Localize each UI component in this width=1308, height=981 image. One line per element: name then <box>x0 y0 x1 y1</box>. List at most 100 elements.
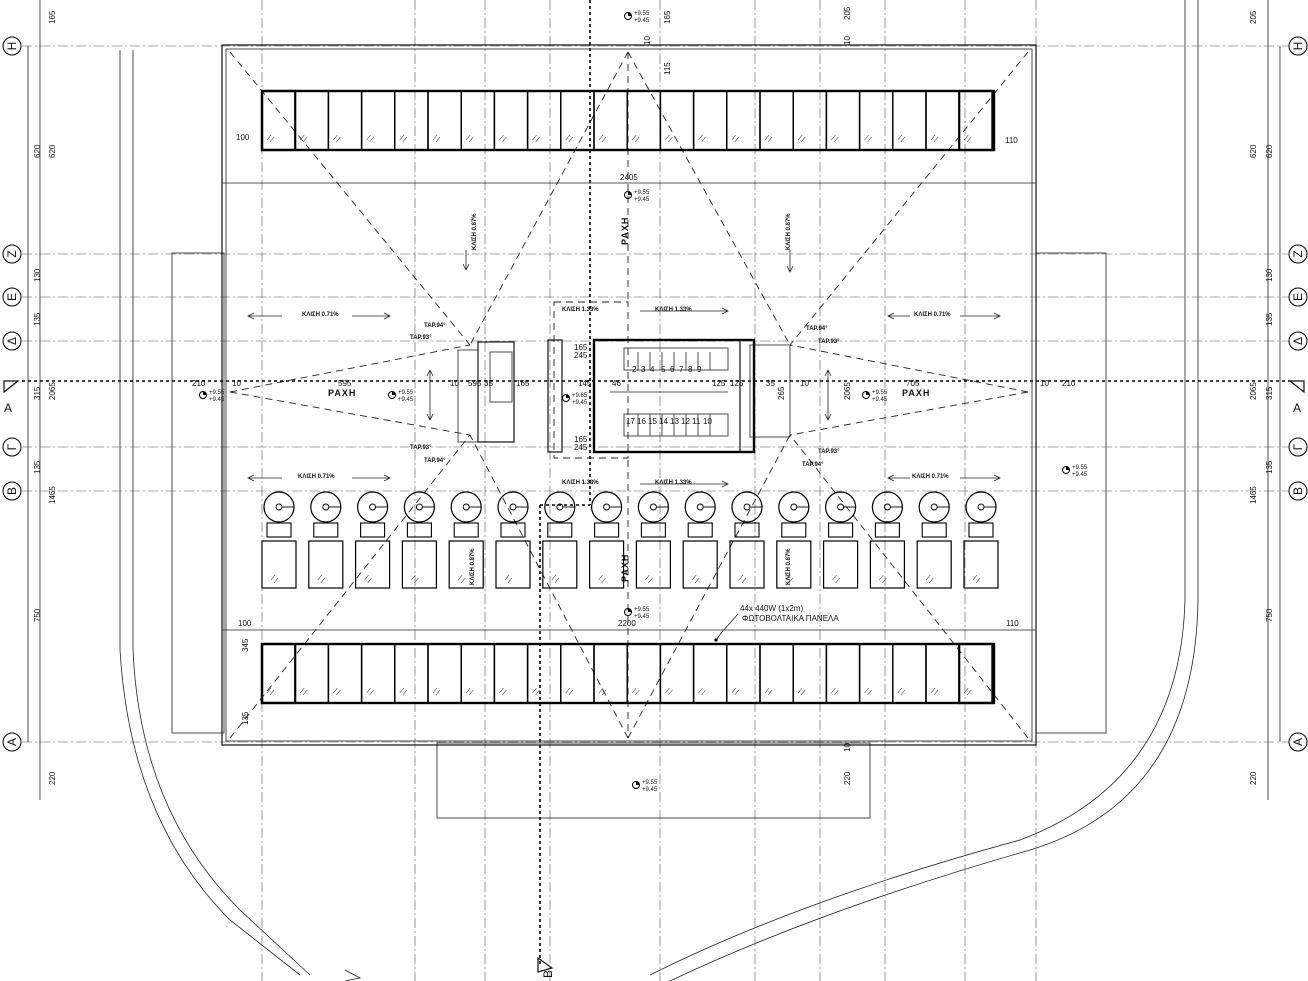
solar-heater <box>963 491 999 589</box>
grid-axis-label: Γ <box>1291 443 1305 450</box>
level-mark: +9.55+9.45 <box>624 190 650 203</box>
dimension-chain-right: 205 620 620 130 135 315 2065 135 1465 75… <box>1249 0 1281 800</box>
pv-panel <box>692 643 728 704</box>
level-bottom: +9.45 <box>872 397 888 403</box>
tar-label: ΤΑΡ.93° <box>410 445 432 451</box>
pv-panel-row-bottom <box>260 642 996 705</box>
solar-heater <box>635 491 672 589</box>
dim-right: 220 <box>1249 771 1258 785</box>
stair-step-number: 8 <box>688 365 693 374</box>
grid-axis-bubble: Β <box>2 481 22 501</box>
dim-right: 620 <box>1249 144 1258 158</box>
grid-axis-bubble: Η <box>2 36 22 56</box>
dimension-chain-left: 165 620 620 130 135 315 2065 135 1465 75… <box>27 0 57 800</box>
slope-label: ΚΛΙΣΗ 0.71% <box>912 474 949 480</box>
stair-step-number: 16 <box>637 417 646 426</box>
dim-right: 205 <box>1249 10 1258 24</box>
grid-axis-bubble: Δ <box>2 331 22 351</box>
dim-plan: 245 <box>574 351 588 360</box>
grid-axis-label: Δ <box>1291 337 1305 345</box>
tar-label: ΤΑΡ.94° <box>806 326 828 332</box>
stair-step-number: 5 <box>661 365 666 374</box>
dim-plan: 125 <box>730 379 744 388</box>
grid-axis-bubble: Η <box>1288 36 1308 56</box>
pv-panel <box>460 90 496 151</box>
grid-axis-label: Β <box>1291 487 1305 495</box>
solar-heater <box>822 491 859 589</box>
slope-label: ΚΛΙΣΗ 1.33% <box>655 480 692 486</box>
dim-plan: 115 <box>663 62 672 75</box>
solar-heater <box>869 491 906 589</box>
stair-step-number: 6 <box>670 365 675 374</box>
level-bottom: +9.45 <box>1072 472 1088 478</box>
level-mark: +9.55+9.45 <box>199 390 225 403</box>
pv-panel <box>892 643 927 704</box>
dim-plan: 10 <box>232 379 241 388</box>
level-mark: +9.55+9.45 <box>624 607 650 620</box>
ridge-label: ΡΑΧΗ <box>620 217 630 245</box>
dim-right: 135 <box>1265 460 1274 474</box>
grid-lines <box>22 0 1290 981</box>
dim-right: 135 <box>1265 312 1274 326</box>
dim-plan: 165 <box>663 10 672 24</box>
dim-right-offset: 110 <box>1006 619 1019 628</box>
level-mark: +9.55+9.45 <box>1062 465 1088 478</box>
pv-title-label: ΦΩΤΟΒΟΛΤΑΙΚΑ ΠΑΝΕΛΑ <box>742 614 839 623</box>
dim-plan: 265 <box>777 386 786 400</box>
solar-heater <box>308 491 344 589</box>
pv-panel <box>825 643 861 704</box>
stair-step-number: 4 <box>650 365 655 374</box>
grid-axis-label: Η <box>5 42 19 51</box>
pv-panel <box>427 643 462 704</box>
level-mark: +9.55+9.45 <box>862 390 888 403</box>
stair-core: 2 3 4 5 6 7 8 9 17 16 15 14 13 12 11 10 <box>457 338 791 454</box>
level-bottom: +9.45 <box>398 397 414 403</box>
pv-panel <box>593 643 628 704</box>
section-lines <box>22 0 1290 965</box>
stair-step-number: 13 <box>670 417 679 426</box>
ridge-label: ΡΑΧΗ <box>620 554 630 582</box>
grid-axis-bubble: Γ <box>1288 437 1308 457</box>
dim-plan: 245 <box>574 443 588 452</box>
slope-label: ΚΛΙΣΗ 0.87% <box>472 213 478 250</box>
level-bottom: +9.45 <box>572 400 588 406</box>
pv-panel <box>593 90 628 151</box>
section-b-label: B <box>541 970 555 978</box>
grid-axis-bubble: Δ <box>1288 331 1308 351</box>
section-a-label: A <box>4 401 12 415</box>
tar-label: ΤΑΡ.93° <box>818 339 840 345</box>
slope-label: ΚΛΙΣΗ 0.87% <box>470 548 476 585</box>
pv-panel <box>659 643 695 704</box>
dim-plan: 10 <box>843 743 852 752</box>
dim-plan: 35 <box>766 379 775 388</box>
solar-heater <box>729 491 765 589</box>
pv-panel <box>360 643 396 704</box>
dim-left: 135 <box>33 312 42 326</box>
dim-left: 2065 <box>48 382 57 400</box>
dim-plan: 705 <box>906 379 920 388</box>
grid-axis-label: Δ <box>5 337 19 345</box>
pv-count-label: 44x 440W (1x2m) <box>740 604 803 613</box>
slope-label: ΚΛΙΣΗ 0.71% <box>914 312 951 318</box>
dim-left-offset: 100 <box>236 133 250 142</box>
stair-step-number: 12 <box>681 417 690 426</box>
slope-label: ΚΛΙΣΗ 1.33% <box>562 480 599 486</box>
solar-heater <box>682 491 718 589</box>
pv-panel <box>792 643 828 704</box>
grid-axis-label: Α <box>5 738 19 746</box>
dim-panel-depth: 345 <box>241 638 250 652</box>
grid-axis-bubble: Α <box>1288 732 1308 752</box>
dim-left: 135 <box>33 460 42 474</box>
level-top: +9.55 <box>398 390 414 396</box>
dim-plan: 10 <box>800 379 809 388</box>
solar-heater <box>401 491 437 589</box>
dim-plan: 210 <box>192 379 206 388</box>
pv-panel <box>394 643 429 704</box>
pv-panel <box>460 643 496 704</box>
dim-plan: 205 <box>843 6 852 20</box>
pv-panel <box>692 90 728 151</box>
dim-right: 750 <box>1265 608 1274 622</box>
grid-axis-bubble: Α <box>2 732 22 752</box>
dim-plan: 10 <box>643 36 652 45</box>
